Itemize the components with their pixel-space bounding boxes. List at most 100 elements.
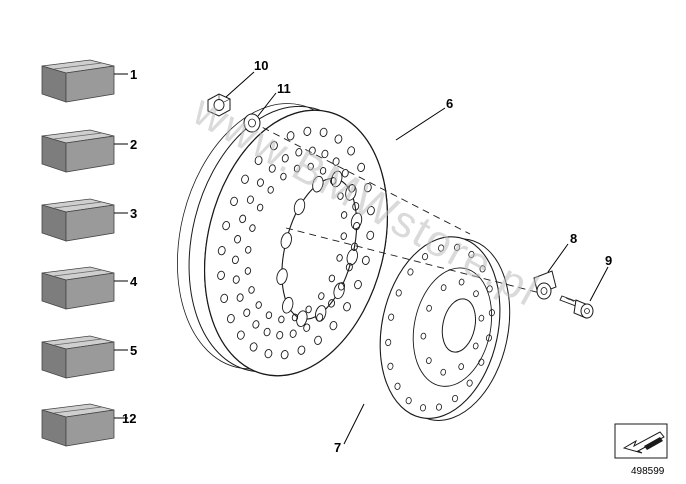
carrier-hole	[388, 313, 395, 321]
carrier-hole	[479, 265, 486, 273]
disc-hole	[252, 320, 260, 329]
hub-notch	[333, 282, 345, 300]
disc-hole	[217, 270, 225, 280]
disc-hole	[270, 141, 278, 151]
disc-hole	[321, 149, 329, 159]
bolt[interactable]	[559, 295, 594, 319]
disc-hole	[280, 350, 289, 360]
carrier-hole	[472, 342, 479, 350]
disc-hole	[343, 302, 351, 312]
hub-notch	[312, 175, 324, 193]
carrier-hole	[426, 304, 432, 312]
disc-hole	[338, 282, 346, 291]
bushing-sleeve[interactable]	[533, 270, 557, 300]
callouts: 10 11 6 7 8 9	[225, 58, 612, 455]
disc-hole	[363, 183, 372, 193]
carrier-hole	[440, 368, 447, 376]
disc-hole	[354, 280, 362, 290]
hub-notch	[346, 248, 358, 266]
carrier-hole	[407, 268, 414, 276]
carrier-holes	[385, 243, 495, 412]
carrier-hole	[394, 382, 401, 390]
disc-hole	[278, 315, 285, 324]
disc-hole	[256, 203, 264, 212]
disc-hole	[243, 308, 251, 317]
disc-hole	[222, 220, 231, 231]
disc-hole	[329, 321, 338, 331]
disc-hole	[361, 255, 370, 266]
kit-box-2[interactable]: 2	[41, 129, 137, 173]
disc-hole	[319, 166, 327, 175]
disc-hole	[350, 242, 358, 251]
disc-hole	[244, 267, 252, 275]
hub-notch	[282, 296, 294, 314]
disc-hole	[232, 275, 240, 284]
kit-box-3[interactable]: 3	[41, 198, 137, 242]
carrier-hole	[438, 244, 445, 252]
disc-hole	[357, 162, 366, 173]
disc-hole	[226, 313, 235, 324]
disc-hole	[280, 172, 287, 181]
kit-box-12[interactable]: 12	[41, 403, 136, 447]
disc-hole	[256, 178, 264, 187]
disc-hole	[303, 323, 311, 332]
kit-box-label: 2	[130, 137, 137, 152]
disc-hole	[220, 293, 229, 303]
carrier-hole	[420, 332, 427, 340]
carrier-hole	[458, 278, 465, 286]
disc-hole	[241, 174, 249, 184]
disc-hole	[289, 329, 297, 338]
disc-hole	[307, 162, 314, 171]
carrier-hole	[435, 403, 443, 411]
callout-7: 7	[334, 440, 341, 455]
disc-hole	[245, 246, 252, 254]
disc-carrier[interactable]	[364, 226, 526, 432]
carrier-hole	[473, 290, 479, 298]
bolt-axis	[251, 121, 471, 235]
diagram-id: 498599	[631, 466, 665, 477]
disc-ventilation-holes	[217, 126, 375, 360]
disc-hole	[236, 293, 244, 302]
disc-hole	[264, 349, 273, 359]
disc-hole	[268, 164, 276, 173]
callout-6: 6	[446, 96, 453, 111]
callout-11: 11	[277, 81, 291, 96]
carrier-hole	[426, 357, 432, 364]
carrier-hole	[485, 334, 492, 342]
disc-hole	[328, 274, 336, 283]
disc-hole	[254, 155, 263, 165]
hex-nut[interactable]	[207, 93, 231, 117]
disc-hole	[249, 342, 258, 352]
disc-hole	[341, 169, 349, 178]
carrier-hole	[405, 397, 412, 405]
disc-hole	[352, 202, 360, 211]
kit-box-5[interactable]: 5	[41, 335, 137, 379]
hub-notch	[276, 268, 288, 285]
disc-hole	[334, 134, 343, 144]
washer[interactable]	[243, 113, 261, 133]
carrier-hole	[385, 338, 392, 347]
disc-hole	[340, 211, 348, 219]
carrier-hole	[387, 362, 394, 370]
kit-box-label: 3	[130, 206, 137, 221]
callout-9: 9	[605, 253, 612, 268]
disc-hole	[345, 262, 353, 272]
disc-hole	[332, 157, 340, 166]
kit-box-label: 5	[130, 343, 137, 358]
arrow-navigation-icon[interactable]	[614, 423, 668, 459]
carrier-hole	[488, 309, 495, 317]
disc-hole	[305, 305, 312, 314]
disc-hole	[328, 299, 336, 308]
disc-hole	[230, 196, 238, 206]
disc-hole	[276, 330, 284, 340]
kit-box-1[interactable]: 1	[41, 59, 137, 103]
kit-box-4[interactable]: 4	[41, 266, 138, 310]
brake-disc[interactable]	[151, 84, 414, 395]
disc-hole	[337, 192, 344, 200]
kit-box-label: 4	[130, 274, 138, 289]
disc-hole	[330, 177, 337, 185]
disc-hole	[297, 345, 306, 355]
disc-hole	[336, 254, 343, 262]
carrier-hole	[478, 314, 485, 322]
